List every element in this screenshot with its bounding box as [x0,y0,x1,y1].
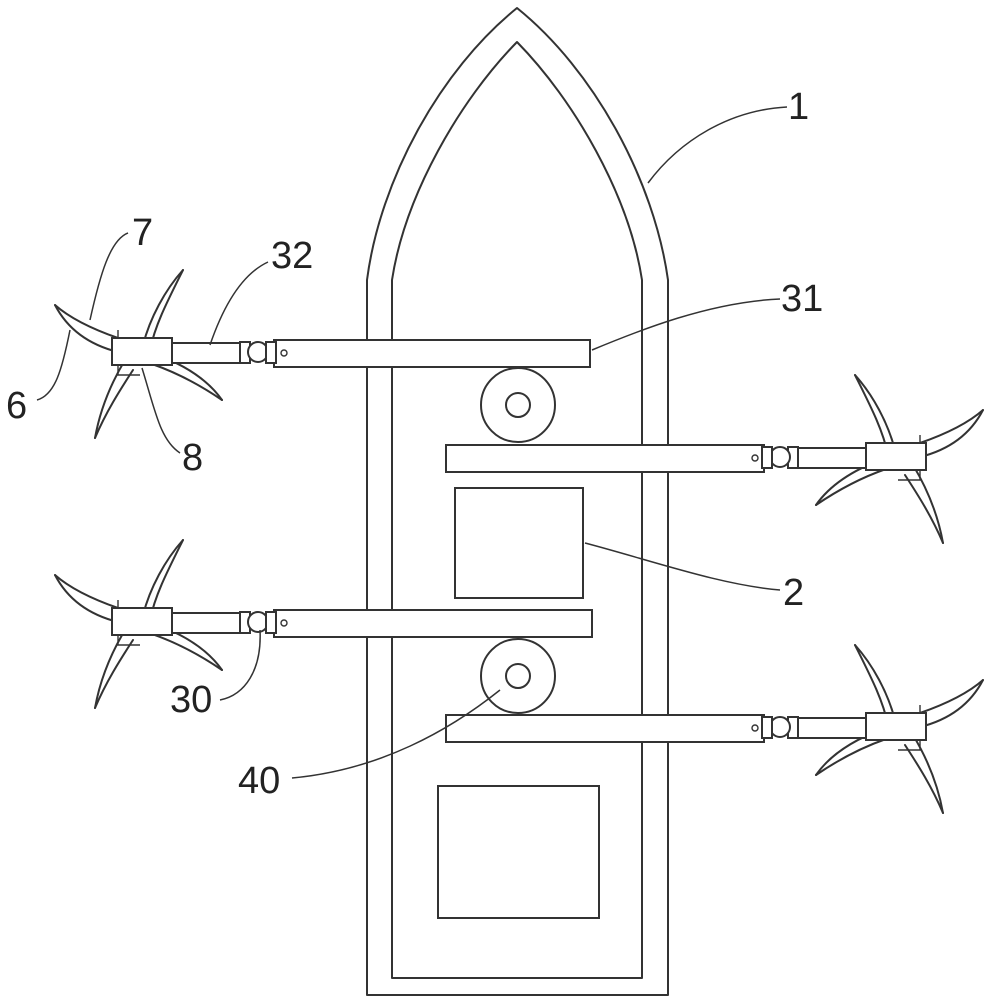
arm-upper-left [273,339,591,368]
arm-upper-right [445,444,765,473]
leader-31 [591,298,781,351]
label-hinge-joint: 30 [170,679,212,721]
label-control-box: 2 [783,572,804,614]
label-telescopic-arm: 32 [271,235,313,277]
leader-32 [209,261,269,346]
label-hull: 1 [788,86,809,128]
label-fixed-arm: 31 [781,278,823,320]
label-reel: 40 [238,760,280,802]
rotor-mid-left [54,539,277,709]
leader-6 [36,329,71,401]
reel-lower [480,638,556,714]
battery-box [437,785,600,919]
leader-2 [584,542,781,591]
leader-1 [647,106,788,184]
label-hub: 8 [182,437,203,479]
rotor-upper-right [761,374,984,544]
rotor-lower-right [761,644,984,814]
control-box [454,487,584,599]
arm-mid-left [273,609,593,638]
reel-upper [480,367,556,443]
leader-8 [141,367,181,454]
arm-lower-right [445,714,765,743]
leader-40 [291,689,501,779]
label-blade: 7 [132,212,153,254]
leader-30 [219,629,261,701]
label-blade-support: 6 [6,385,27,427]
leader-7 [89,232,129,321]
rotor-upper-left [54,269,277,439]
hull [366,7,669,996]
